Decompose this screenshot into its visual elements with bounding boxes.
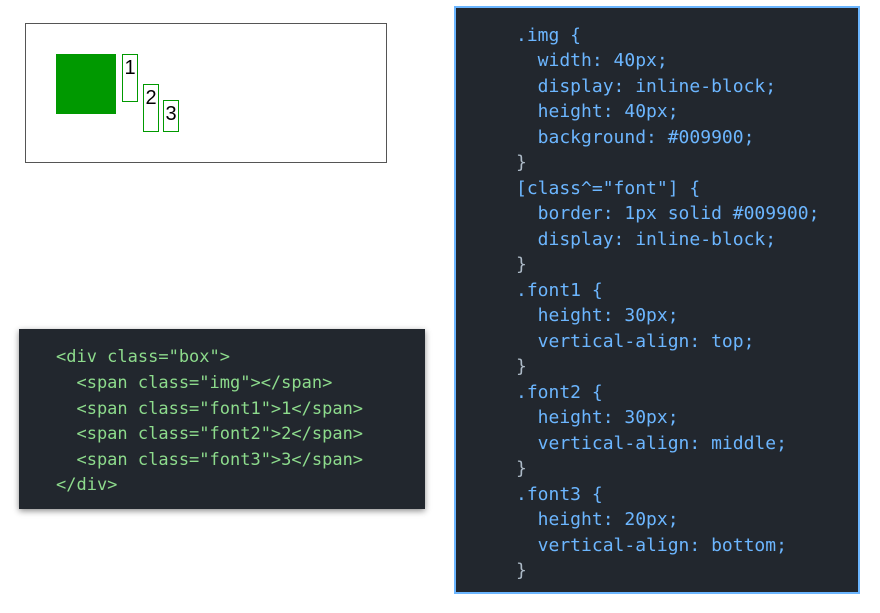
code-line: }	[516, 356, 527, 377]
code-line: }	[516, 560, 527, 581]
code-line: <span class="font3">3</span>	[56, 450, 364, 470]
code-line: width: 40px;	[516, 50, 668, 71]
code-line: }	[516, 458, 527, 479]
code-line: height: 40px;	[516, 101, 679, 122]
code-line: .img {	[516, 25, 582, 46]
code-line: border: 1px solid #009900;	[516, 203, 820, 224]
code-line: .font1 {	[516, 280, 603, 301]
code-line: height: 30px;	[516, 305, 679, 326]
html-code-panel: <div class="box"> <span class="img"></sp…	[19, 329, 425, 509]
green-square-img	[56, 54, 116, 114]
code-line: vertical-align: top;	[516, 331, 755, 352]
font1-box: 1	[122, 54, 138, 102]
code-line: <span class="font2">2</span>	[56, 424, 364, 444]
code-line: display: inline-block;	[516, 229, 777, 250]
code-line: height: 30px;	[516, 407, 679, 428]
font2-box: 2	[143, 84, 159, 132]
code-line: .font2 {	[516, 382, 603, 403]
css-code-panel: .img { width: 40px; display: inline-bloc…	[454, 6, 860, 594]
code-line: </div>	[56, 475, 118, 495]
code-line: display: inline-block;	[516, 76, 777, 97]
font3-box: 3	[163, 100, 179, 132]
code-line: background: #009900;	[516, 127, 755, 148]
code-line: <span class="img"></span>	[56, 373, 333, 393]
code-line: }	[516, 152, 527, 173]
code-line: [class^="font"] {	[516, 178, 701, 199]
code-line: }	[516, 254, 527, 275]
code-line: .font3 {	[516, 484, 603, 505]
rendered-demo-box: 1 2 3	[25, 23, 387, 163]
code-line: <div class="box">	[56, 347, 230, 367]
code-line: height: 20px;	[516, 509, 679, 530]
code-line: vertical-align: middle;	[516, 433, 787, 454]
code-line: vertical-align: bottom;	[516, 535, 787, 556]
code-line: <span class="font1">1</span>	[56, 399, 364, 419]
